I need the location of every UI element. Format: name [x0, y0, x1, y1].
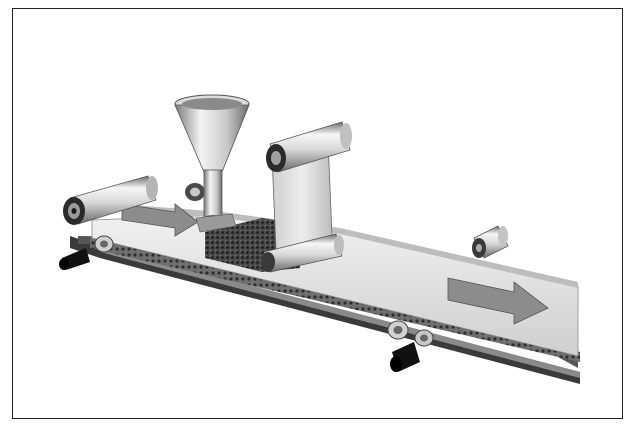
hopper-icon: [174, 94, 250, 233]
adjustment-knob-icon: [59, 235, 114, 270]
feed-roller-icon: [63, 175, 158, 225]
direction-arrow-icon: [121, 203, 199, 237]
chain-track: [90, 238, 580, 362]
direction-arrow-icon: [447, 277, 549, 325]
drive-gear-icon: [185, 183, 205, 201]
take-up-roller-icon: [472, 225, 509, 259]
vertical-roller-assembly-icon: [261, 121, 352, 273]
adjustment-knob-icon: [387, 320, 434, 372]
